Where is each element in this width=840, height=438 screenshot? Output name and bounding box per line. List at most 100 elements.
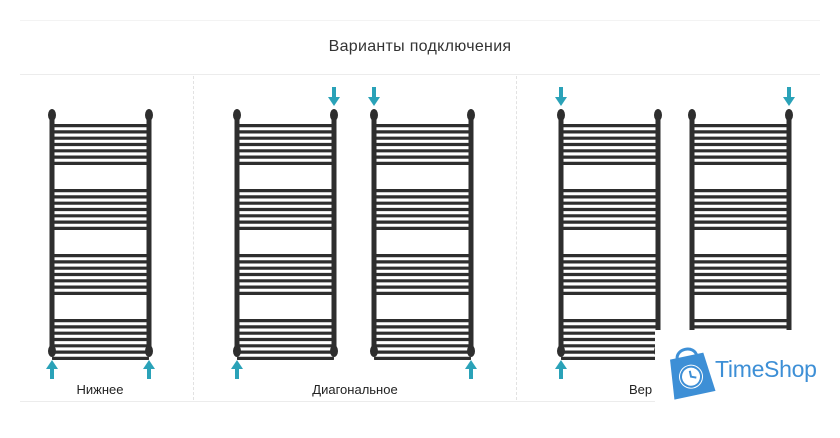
radiator-bar	[237, 319, 334, 323]
radiator-bar	[52, 350, 149, 354]
label-top-connection: Вер	[629, 382, 653, 397]
radiator-bar	[374, 260, 471, 264]
radiator-bar	[692, 279, 789, 283]
radiator-bar	[237, 189, 334, 193]
radiator-bar	[692, 189, 789, 193]
radiator-bar	[692, 260, 789, 264]
radiator-cap	[688, 109, 696, 121]
arrow-up-icon	[555, 360, 567, 379]
radiator-bar	[52, 155, 149, 159]
radiator-top-2	[688, 109, 793, 360]
radiator-bar	[237, 331, 334, 335]
radiator-rail	[689, 118, 695, 348]
header-divider	[20, 74, 820, 75]
radiator-bar	[237, 266, 334, 270]
radiator-bar	[52, 130, 149, 134]
radiator-bar	[561, 331, 658, 335]
radiator-bar	[52, 319, 149, 323]
radiator-bar	[692, 220, 789, 224]
radiator-bar	[374, 285, 471, 289]
radiator-bar	[561, 279, 658, 283]
radiator-bar	[692, 285, 789, 289]
radiator-bar	[374, 279, 471, 283]
radiator-bar	[374, 350, 471, 354]
radiator-bar	[237, 272, 334, 277]
radiator-cap	[330, 345, 338, 357]
radiator-bar	[374, 325, 471, 329]
radiator-bar	[561, 149, 658, 153]
radiator-bar	[237, 344, 334, 348]
radiator-bar	[374, 214, 471, 218]
radiator-bar	[561, 136, 658, 140]
radiator-bar	[561, 220, 658, 224]
radiator-bar	[561, 272, 658, 277]
radiator-bar	[561, 285, 658, 289]
radiator-bar	[692, 254, 789, 258]
radiator-bar	[561, 319, 658, 323]
radiator-bar	[561, 291, 658, 295]
radiator-bar	[374, 155, 471, 159]
radiator-rail	[468, 118, 474, 348]
radiator-bar	[374, 319, 471, 323]
radiator-bar	[237, 226, 334, 230]
radiator-bar	[692, 272, 789, 277]
radiator-bar	[374, 142, 471, 147]
radiator-bar	[52, 124, 149, 128]
timeshop-logo: TimeShop	[655, 330, 840, 410]
radiator-bar	[237, 214, 334, 218]
radiator-bar	[237, 195, 334, 199]
radiator-bar	[52, 207, 149, 212]
radiator-cap	[654, 109, 662, 121]
radiator-bar	[374, 195, 471, 199]
radiator-bar	[237, 155, 334, 159]
radiator-bar	[237, 356, 334, 360]
radiator-bar	[52, 161, 149, 165]
radiator-bar	[374, 272, 471, 277]
radiator-bar	[692, 136, 789, 140]
radiator-bar	[692, 207, 789, 212]
radiator-bar	[561, 350, 658, 354]
radiator-cap	[370, 345, 378, 357]
radiator-bar	[561, 161, 658, 165]
radiator-bar	[237, 285, 334, 289]
radiator-bar	[52, 260, 149, 264]
radiator-bar	[692, 319, 789, 323]
radiator-bar	[52, 214, 149, 218]
radiator-bar	[692, 130, 789, 134]
section-divider-1	[193, 76, 194, 400]
radiator-cap	[145, 109, 153, 121]
radiator-bar	[237, 142, 334, 147]
radiator-bar	[374, 344, 471, 348]
radiator-rail	[558, 118, 564, 348]
bottom-divider	[20, 401, 820, 402]
radiator-bar	[237, 325, 334, 329]
arrow-up-icon	[465, 360, 477, 379]
radiator-bar	[52, 285, 149, 289]
radiator-diagonal-1	[233, 109, 338, 360]
radiator-bar	[237, 130, 334, 134]
radiator-bar	[561, 356, 658, 360]
radiator-bar	[561, 207, 658, 212]
radiator-bar	[561, 201, 658, 205]
radiator-rail	[146, 118, 152, 348]
radiator-bar	[692, 226, 789, 230]
radiator-bar	[561, 325, 658, 329]
radiator-bar	[52, 220, 149, 224]
radiator-bar	[237, 161, 334, 165]
arrow-down-icon	[328, 87, 340, 106]
radiator-bar	[692, 161, 789, 165]
radiator-cap	[557, 345, 565, 357]
radiator-bar	[237, 124, 334, 128]
label-diagonal-connection: Диагональное	[312, 382, 398, 397]
radiator-bar	[374, 161, 471, 165]
radiator-bar	[374, 291, 471, 295]
radiator-bar	[374, 220, 471, 224]
radiator-bar	[52, 149, 149, 153]
radiator-bar	[52, 291, 149, 295]
radiator-bar	[561, 142, 658, 147]
shopping-bag-clock-icon	[670, 347, 716, 400]
radiator-bar	[237, 136, 334, 140]
radiator-bar	[52, 266, 149, 270]
radiator-bar	[692, 291, 789, 295]
radiator-bar	[237, 201, 334, 205]
